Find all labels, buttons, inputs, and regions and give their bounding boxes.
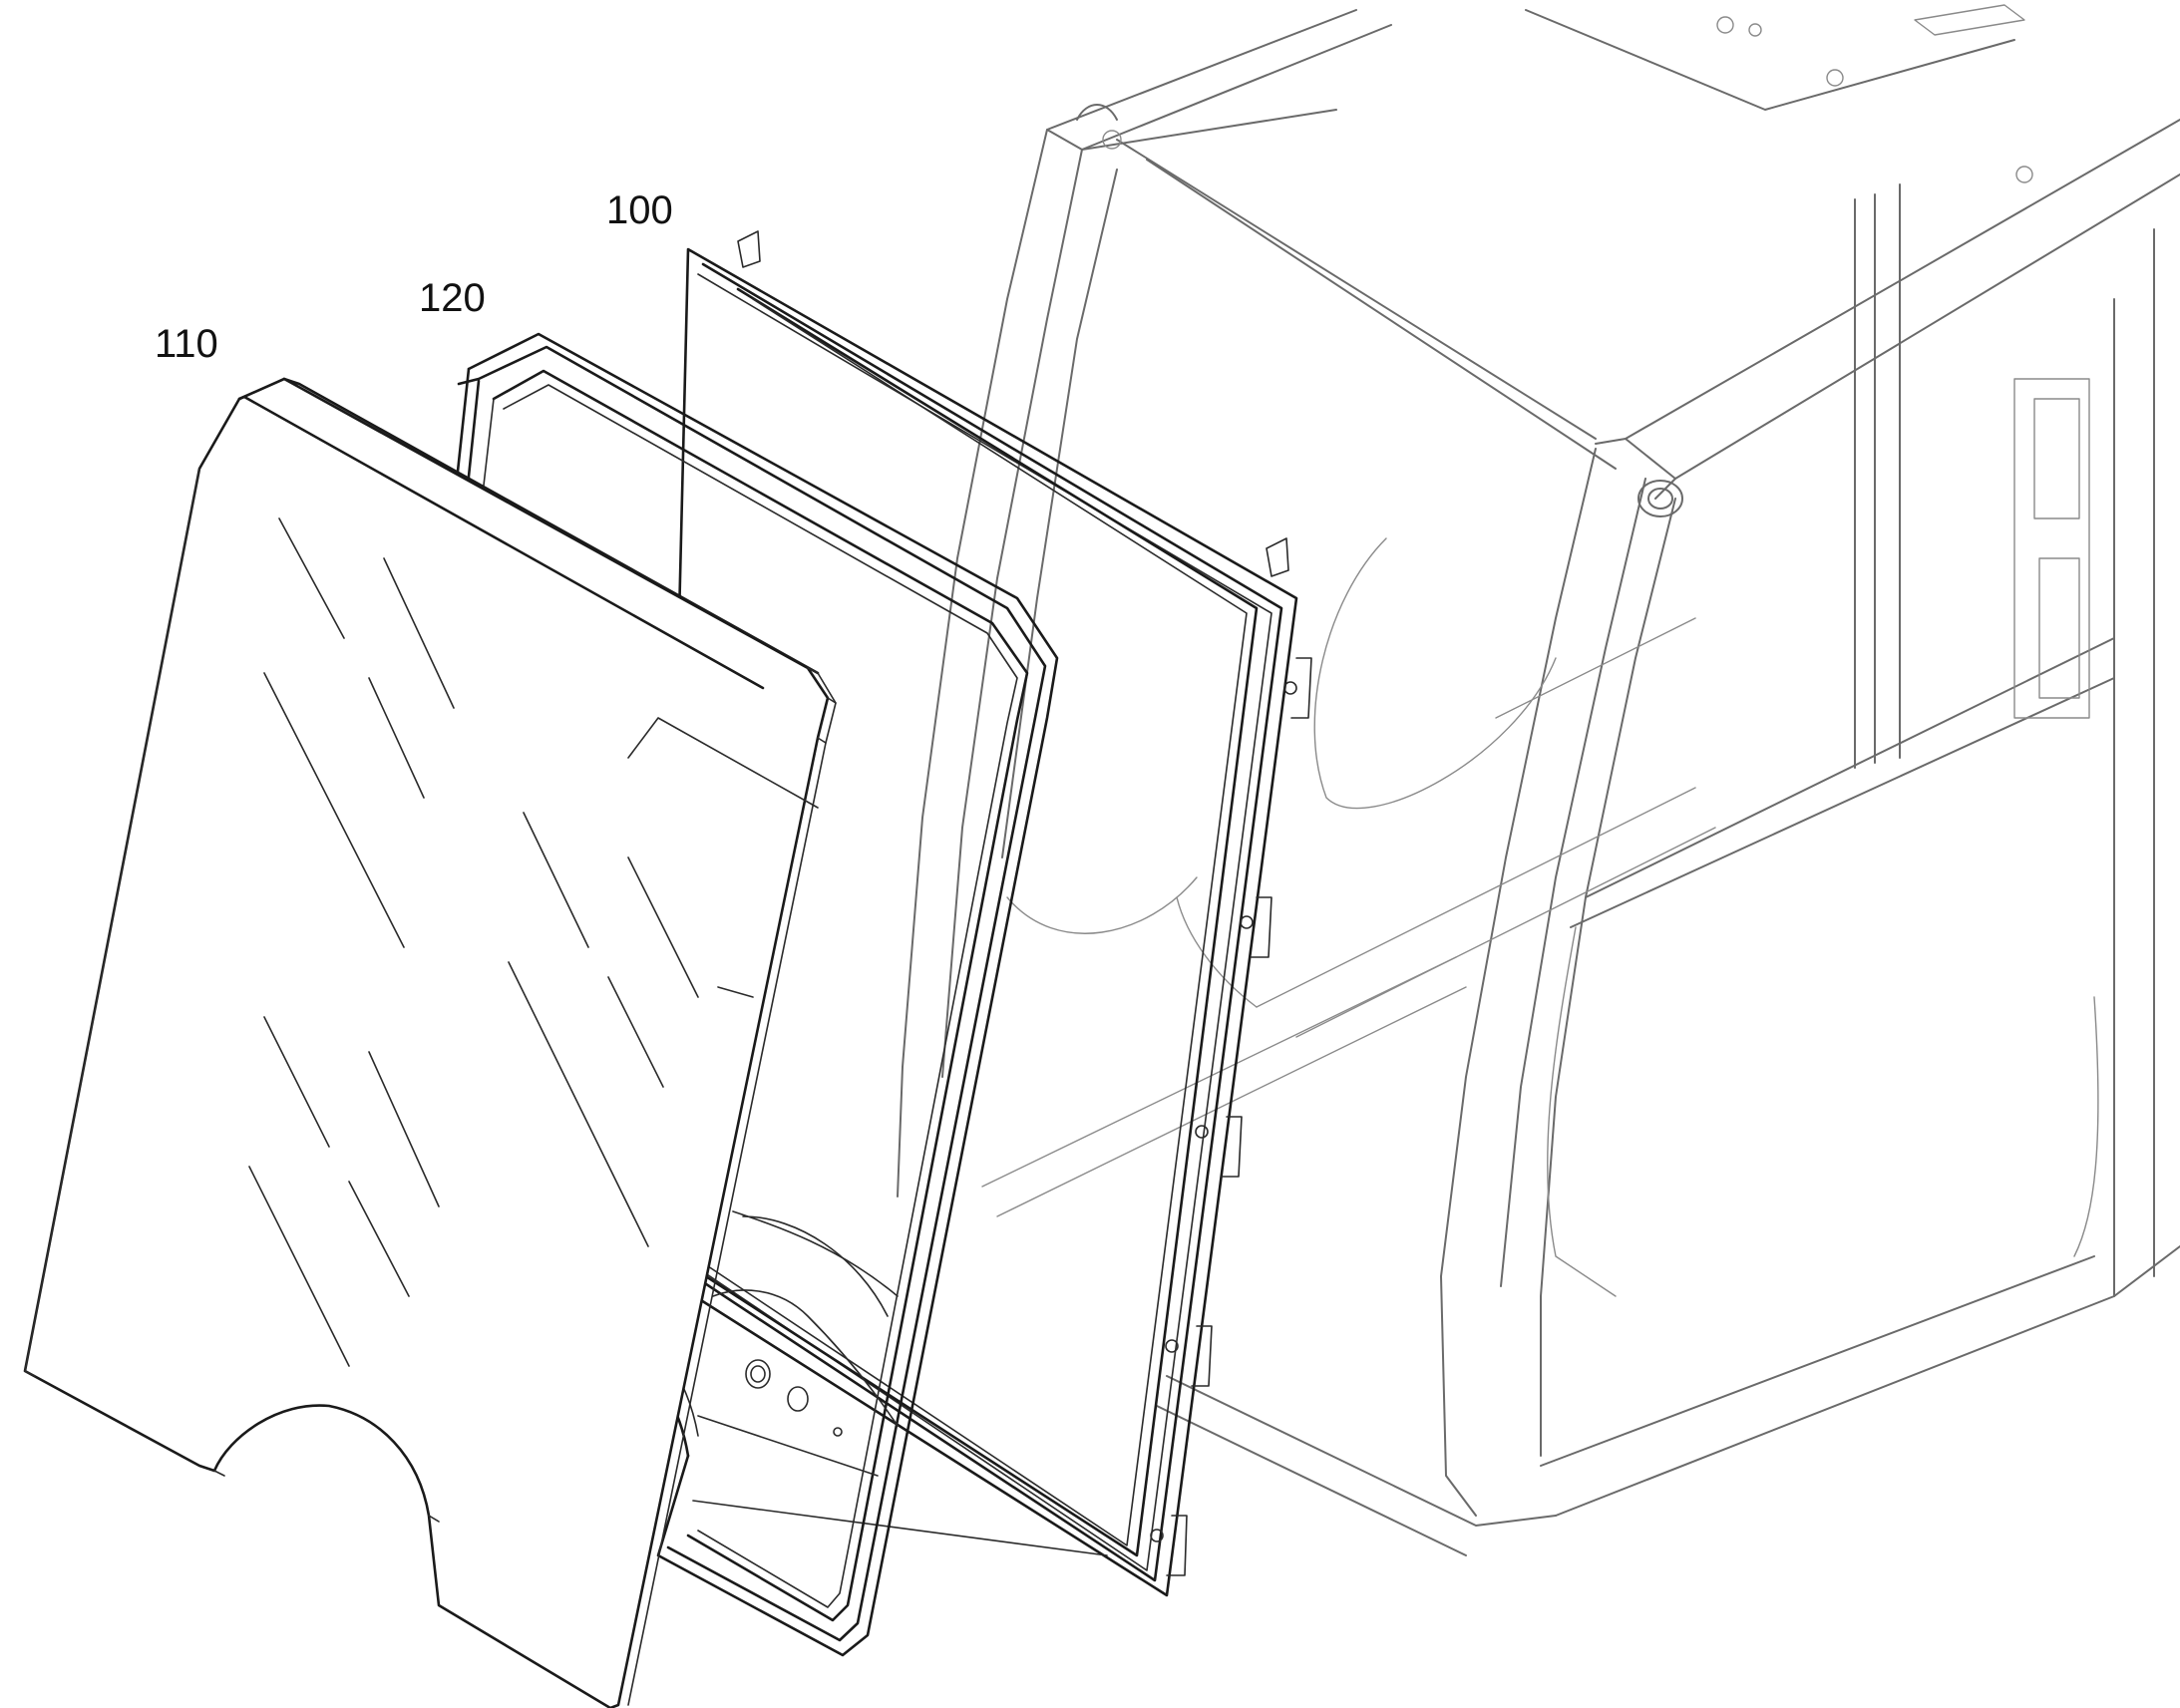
cab-frame (897, 4, 2180, 1556)
label-pane-110: 110 (155, 322, 218, 366)
window-frame-100 (661, 230, 1312, 1597)
lower-plate (697, 1215, 899, 1477)
glass-pane-110 (23, 377, 837, 1708)
label-gasket-120: 120 (419, 276, 486, 320)
label-frame-100: 100 (606, 188, 673, 232)
